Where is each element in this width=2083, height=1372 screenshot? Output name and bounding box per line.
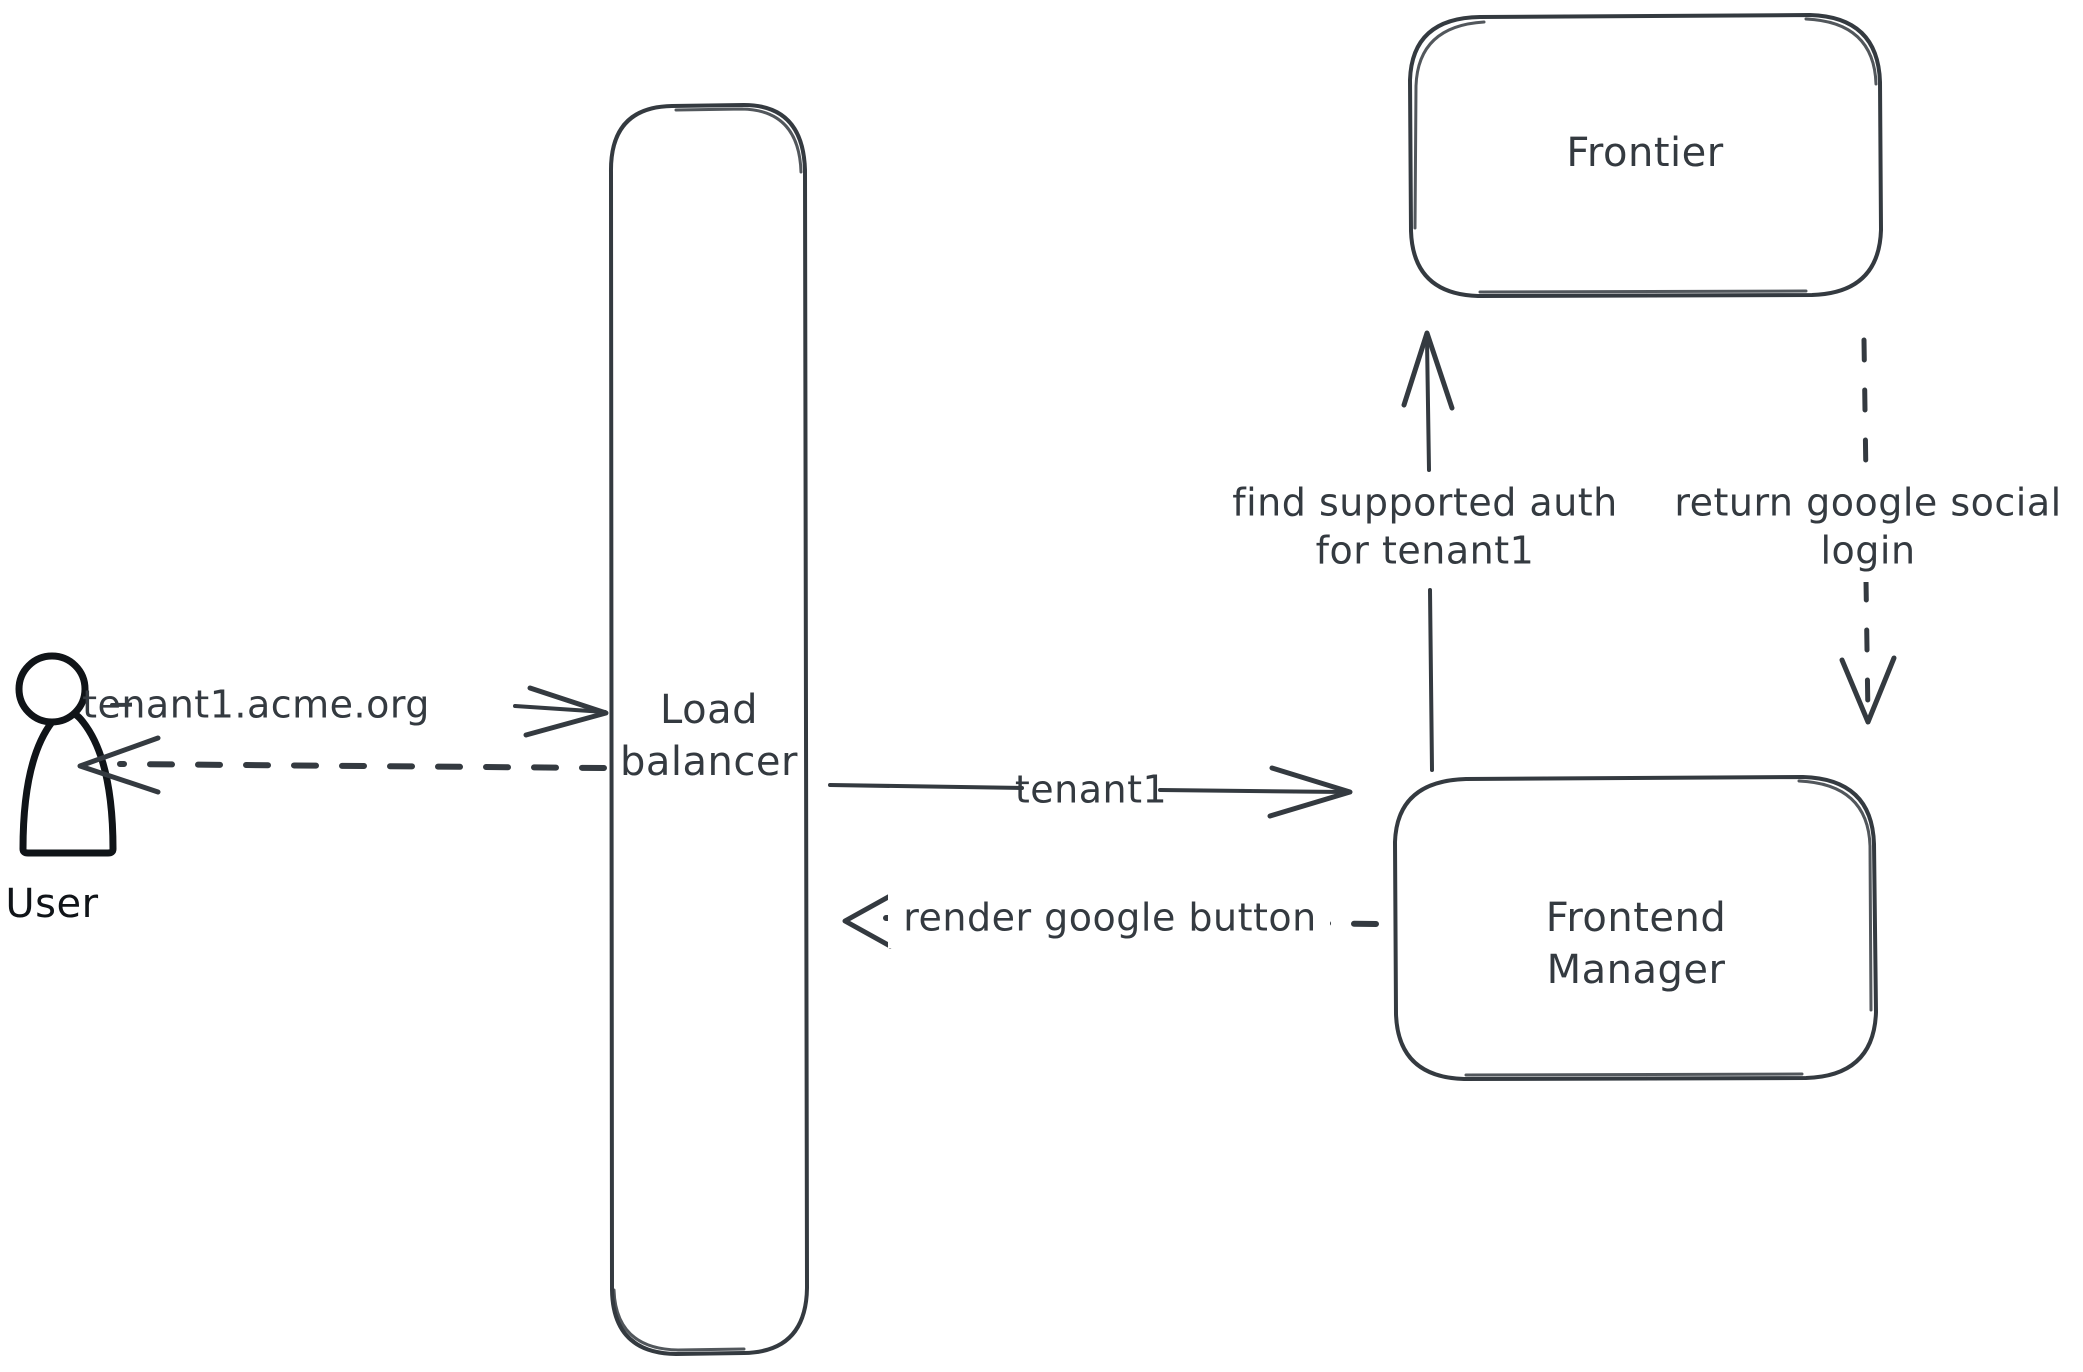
user-body <box>19 708 117 857</box>
actor-user[interactable]: User <box>5 652 117 927</box>
frontend-manager-label-line2: Manager <box>1547 947 1726 993</box>
edge-label-tenant1: tenant1 <box>1015 768 1167 812</box>
edge-frontend-manager-to-frontier[interactable]: find supported auth for tenant1 <box>1215 330 1635 772</box>
edge-label-backdrop <box>1215 474 1635 582</box>
edge-label-return-google-social-line2: login <box>1820 529 1915 573</box>
edge-load-balancer-to-user[interactable] <box>77 735 607 795</box>
node-frontier[interactable]: Frontier <box>1408 13 1883 298</box>
edge-label-backdrop <box>1026 764 1156 818</box>
edge-label-backdrop <box>132 676 380 732</box>
edge-label-backdrop <box>1660 474 2080 582</box>
edge-label-find-supported-auth-line2: for tenant1 <box>1316 529 1535 573</box>
edge-label-render-google-button: render google button <box>903 896 1317 940</box>
edge-label-tenant1-acme-org: tenant1.acme.org <box>82 683 430 727</box>
user-label: User <box>5 881 98 927</box>
edge-label-return-google-social-line1: return google social <box>1674 481 2061 525</box>
edge-frontier-to-frontend-manager[interactable]: return google social login <box>1660 337 2080 725</box>
node-frontend-manager[interactable]: Frontend Manager <box>1393 775 1878 1081</box>
edge-label-backdrop <box>888 890 1330 948</box>
frontier-label: Frontier <box>1566 130 1723 176</box>
load-balancer-label-line1: Load <box>660 687 758 733</box>
load-balancer-label-line2: balancer <box>620 739 798 785</box>
edge-label-find-supported-auth-line1: find supported auth <box>1232 481 1618 525</box>
frontend-manager-label-line1: Frontend <box>1546 895 1727 941</box>
edge-user-to-load-balancer[interactable]: tenant1.acme.org <box>82 676 609 738</box>
node-load-balancer[interactable]: Load balancer <box>608 103 809 1356</box>
edge-frontend-manager-to-load-balancer[interactable]: render google button <box>842 890 1379 949</box>
edge-load-balancer-to-frontend-manager[interactable]: tenant1 <box>828 764 1353 819</box>
user-head <box>15 652 89 726</box>
